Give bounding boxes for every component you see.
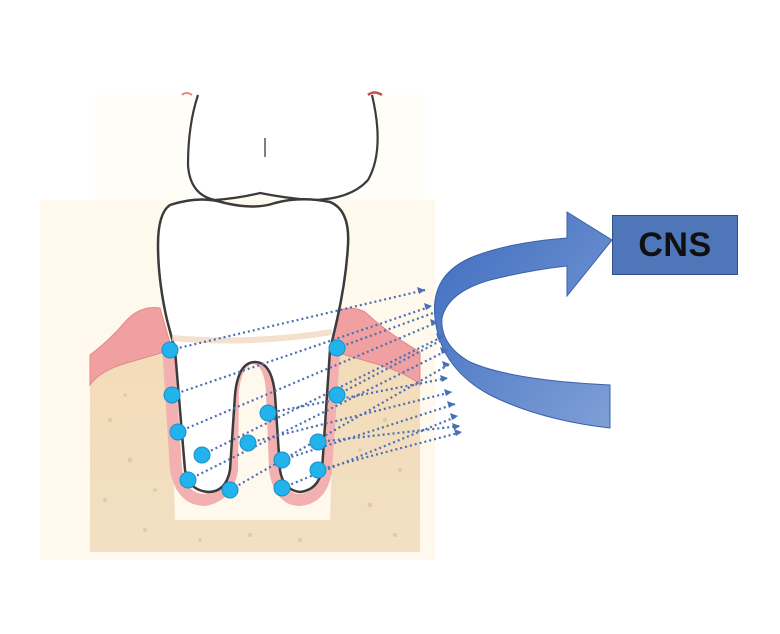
signal-arrowheads [417, 287, 462, 436]
receptor-dot [309, 461, 327, 479]
signal-lines [169, 288, 463, 491]
curved-arrow-to-cns [433, 211, 613, 429]
cns-label: CNS [638, 225, 712, 264]
receptor-dot [309, 433, 327, 451]
cemento-enamel-junction [171, 329, 333, 344]
cns-box: CNS [612, 215, 738, 275]
receptor-dot [179, 471, 197, 489]
receptor-dot [259, 404, 277, 422]
receptor-dot [273, 451, 291, 469]
upper-tooth-gum-hint-right [367, 91, 383, 97]
receptor-dot [328, 339, 346, 357]
gingiva [89, 307, 173, 387]
receptor-dots [161, 339, 346, 499]
gingiva-right [329, 307, 421, 387]
receptor-dot [169, 423, 187, 441]
receptor-dot [328, 386, 346, 404]
receptor-dot [163, 386, 181, 404]
upper-tooth-gum-hint [181, 92, 193, 96]
bone-texture [103, 393, 402, 542]
upper-tooth [186, 94, 379, 202]
receptor-dot [193, 446, 211, 464]
receptor-dot [273, 479, 291, 497]
receptor-dot [221, 481, 239, 499]
receptor-dot [239, 434, 257, 452]
receptor-dot [161, 341, 179, 359]
